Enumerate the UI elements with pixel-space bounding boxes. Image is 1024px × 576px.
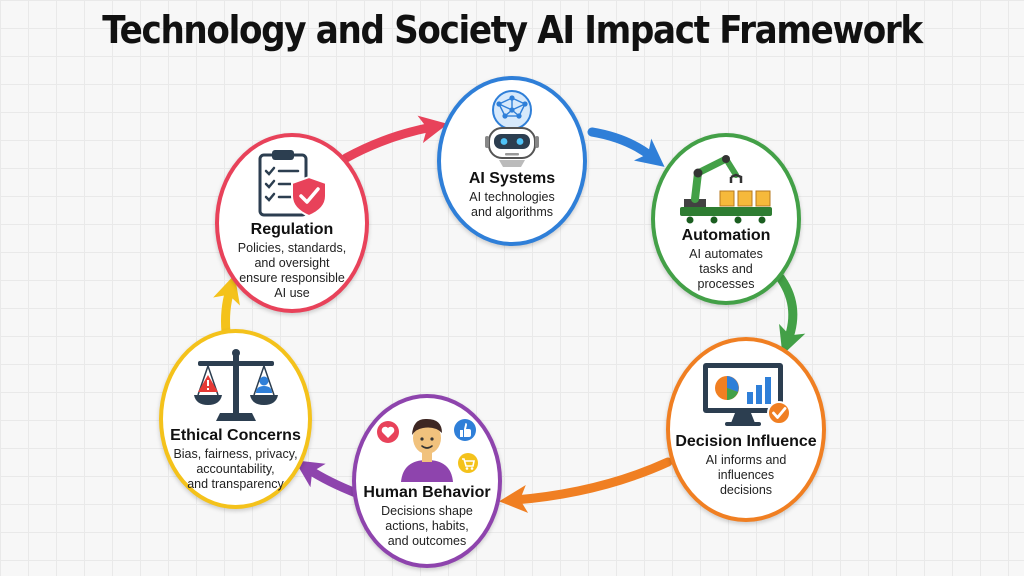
robot-arm-conveyor-icon [680,155,772,224]
node-regulation: Regulation Policies, standards, and over… [215,133,369,313]
node-desc-decision-influence: AI informs and influences decisions [705,453,787,497]
node-human-behavior: Human Behavior Decisions shape actions, … [352,394,502,568]
monitor-chart-icon [703,363,791,426]
arrow-ethical-to-regulation [213,274,240,337]
arrow-human-to-ethical [294,460,361,498]
scales-icon [193,349,278,421]
node-decision-influence: Decision Influence AI informs and influe… [666,337,826,522]
node-desc-automation: AI automates tasks and processes [689,247,763,291]
arrow-automation-to-decision [774,271,806,356]
clipboard-shield-icon [258,150,327,218]
node-ai-systems: AI Systems AI technologies and algorithm… [437,76,587,246]
node-title-regulation: Regulation [250,221,334,238]
node-desc-regulation: Policies, standards, and oversight ensur… [237,241,347,300]
arrow-regulation-to-ai [341,115,448,163]
robot-brain-icon [485,90,539,167]
node-title-decision-influence: Decision Influence [675,433,817,450]
page-title: Technology and Society AI Impact Framewo… [102,8,923,52]
node-automation: Automation AI automates tasks and proces… [651,133,801,305]
node-ethical-concerns: Ethical Concerns Bias, fairness, privacy… [159,329,312,509]
node-title-ethical-concerns: Ethical Concerns [170,427,301,444]
node-desc-human-behavior: Decisions shape actions, habits, and out… [381,504,473,548]
arrow-decision-to-human [499,457,673,513]
arrow-ai-to-automation [587,127,665,167]
node-desc-ethical-concerns: Bias, fairness, privacy, accountability,… [173,447,298,491]
node-title-automation: Automation [681,227,771,244]
node-title-human-behavior: Human Behavior [363,484,491,501]
node-desc-ai-systems: AI technologies and algorithms [469,190,555,219]
node-title-ai-systems: AI Systems [468,170,556,187]
person-social-icon [377,418,478,482]
